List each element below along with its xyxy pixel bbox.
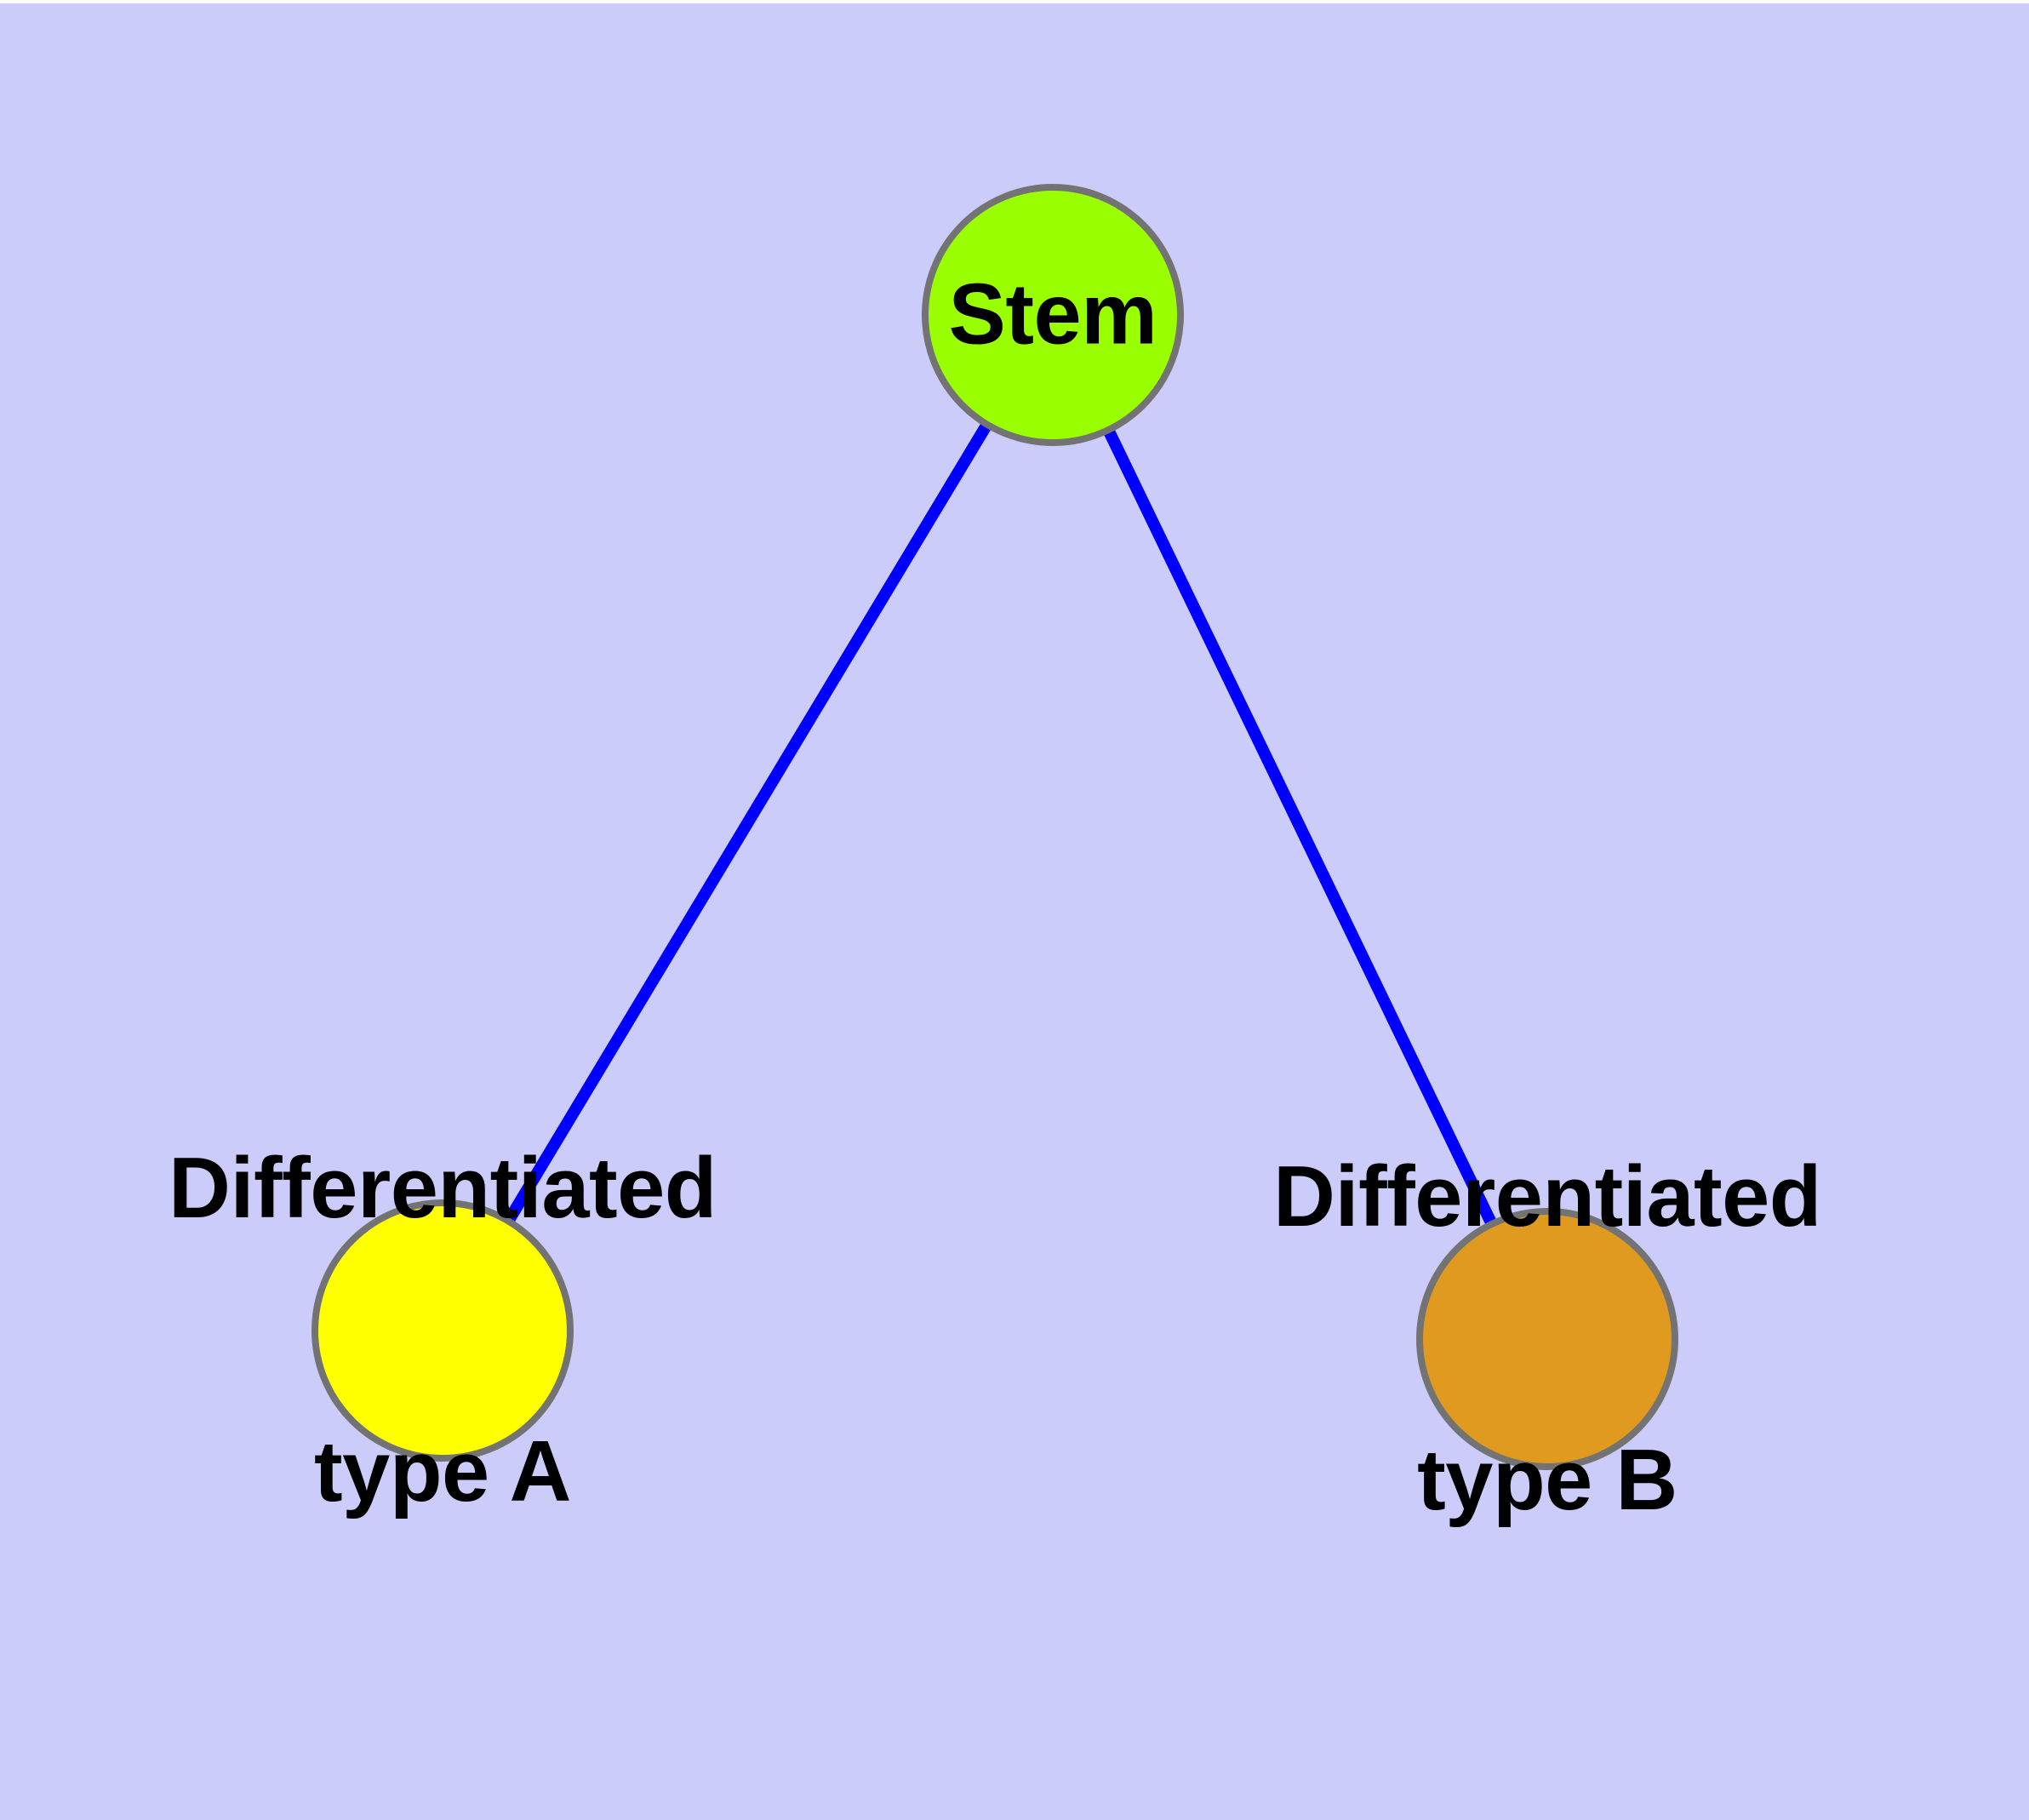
diagram-plot-area: Stem Differentiated type A Differentiate… — [0, 3, 2029, 1820]
graph-svg — [311, 184, 1678, 1470]
edge-stem-to-diff-b[interactable] — [1047, 312, 1553, 1342]
node-differentiated-type-a[interactable] — [311, 1199, 574, 1462]
node-layer — [311, 184, 1678, 1470]
node-differentiated-type-b[interactable] — [1416, 1208, 1678, 1470]
edge-layer — [437, 312, 1553, 1342]
edge-stem-to-diff-a[interactable] — [437, 312, 1058, 1334]
node-stem[interactable] — [922, 184, 1184, 446]
